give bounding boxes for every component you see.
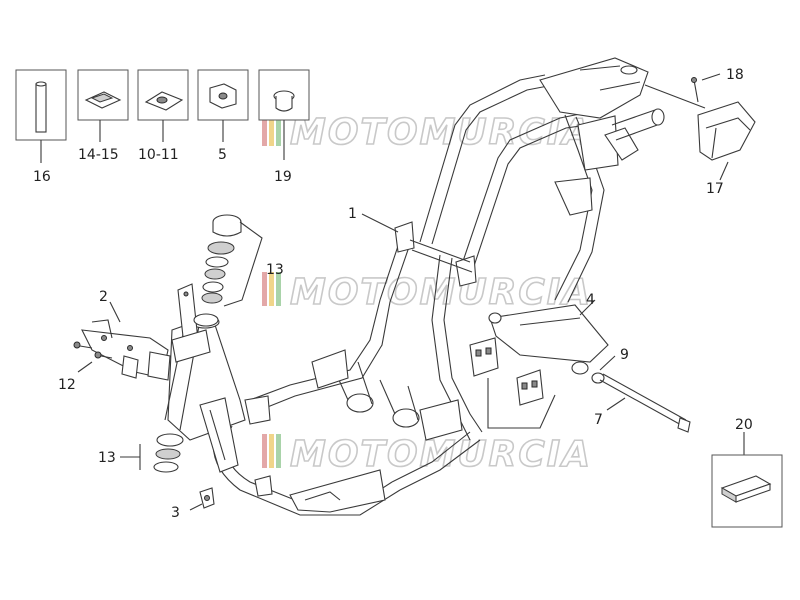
callout-1: 1 — [348, 206, 357, 222]
callout-4: 4 — [586, 292, 595, 308]
callout-7: 7 — [594, 412, 603, 428]
part-box-16 — [15, 69, 67, 163]
screw-18 — [691, 77, 699, 103]
callout-3: 3 — [171, 505, 180, 521]
screws-12 — [73, 341, 113, 359]
callout-14-15: 14-15 — [78, 147, 119, 163]
part-box-20 — [711, 432, 783, 528]
part-box-10-11 — [137, 69, 189, 142]
callout-17: 17 — [706, 181, 724, 197]
callout-19: 19 — [274, 169, 292, 185]
callout-16: 16 — [33, 169, 51, 185]
watermark-text: MOTOMURCIA — [290, 434, 592, 475]
callout-20: 20 — [735, 417, 753, 433]
bearing-stack-upper — [193, 214, 263, 327]
callout-5: 5 — [218, 147, 227, 163]
callout-10-11: 10-11 — [138, 147, 179, 163]
callout-9: 9 — [620, 347, 629, 363]
swing-arm-4 — [469, 304, 609, 429]
callout-18: 18 — [726, 67, 744, 83]
callout-13-upper: 13 — [266, 262, 284, 278]
part-box-19 — [258, 69, 310, 160]
front-bracket-2 — [81, 319, 171, 381]
callout-2: 2 — [99, 289, 108, 305]
part-box-5 — [197, 69, 249, 142]
cover-17 — [644, 84, 756, 161]
watermark-middle: MOTOMURCIA — [262, 271, 592, 314]
bolt-7 — [599, 373, 691, 433]
steering-head — [164, 283, 246, 473]
watermark-bottom: MOTOMURCIA — [262, 433, 592, 476]
watermark-top: MOTOMURCIA — [262, 111, 592, 154]
bearing-stack-lower — [120, 433, 184, 473]
callout-12: 12 — [58, 377, 76, 393]
watermark-text: MOTOMURCIA — [290, 272, 592, 313]
clip-3 — [189, 487, 215, 511]
watermark-text: MOTOMURCIA — [290, 112, 592, 153]
leader-lines — [77, 73, 729, 411]
main-frame — [212, 57, 665, 516]
part-box-14-15 — [77, 69, 129, 142]
callout-13-lower: 13 — [98, 450, 116, 466]
